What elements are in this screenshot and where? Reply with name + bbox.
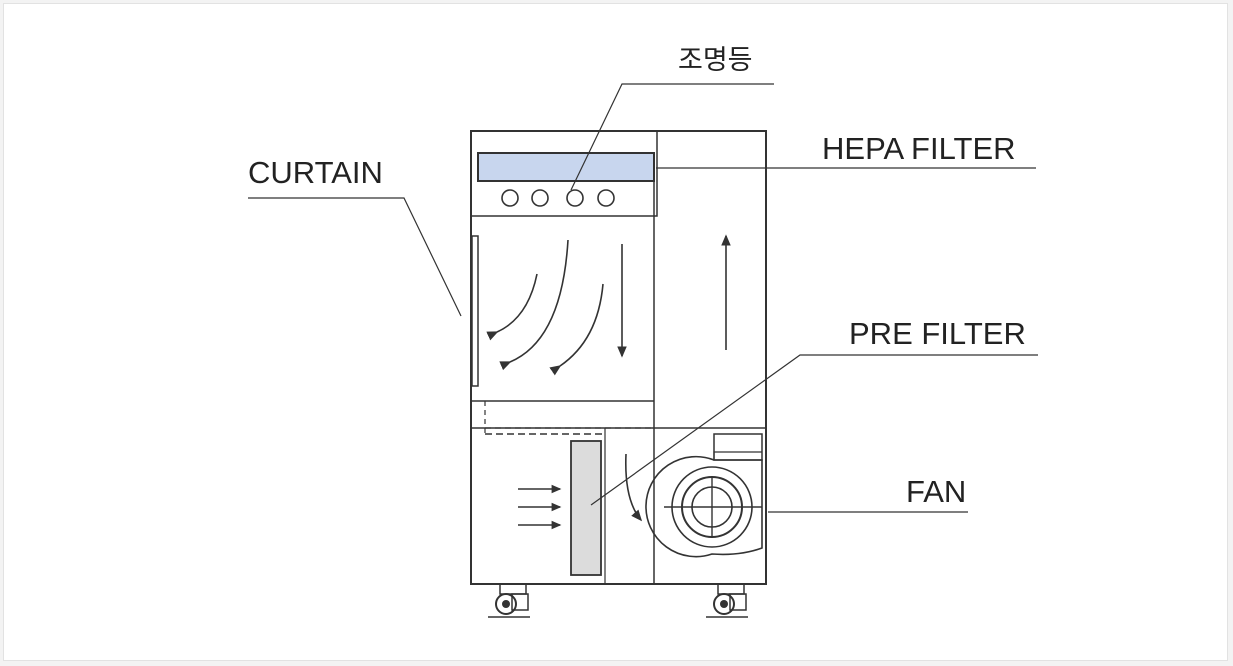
airflow-arrow-1 <box>486 273 538 341</box>
curtain-leader-line <box>248 197 462 317</box>
control-panel <box>470 130 658 217</box>
control-knob-4 <box>597 189 615 207</box>
airflow-arrow-3 <box>549 283 604 376</box>
fan-outlet-detail <box>713 451 762 460</box>
lamp-panel <box>477 152 655 182</box>
left-caster <box>488 583 530 618</box>
pre-filter <box>570 440 602 576</box>
control-knob-2 <box>531 189 549 207</box>
diagram-frame <box>3 3 1228 661</box>
control-knob-1 <box>501 189 519 207</box>
hepa-filter-label: HEPA FILTER <box>822 131 1016 166</box>
cabinet-body <box>470 130 767 585</box>
fan-label: FAN <box>906 474 966 509</box>
pre-filter-label: PRE FILTER <box>849 316 1026 351</box>
curtain-bar <box>471 235 479 387</box>
lighting-leader-line <box>570 83 774 191</box>
fan-intake-arrow <box>624 453 643 522</box>
control-knob-3 <box>566 189 584 207</box>
airflow-arrow-2 <box>499 239 569 371</box>
curtain-label: CURTAIN <box>248 155 383 190</box>
fan-scroll-housing <box>645 455 763 558</box>
pre-filter-leader-line <box>590 354 1038 506</box>
lighting-label: 조명등 <box>678 45 753 76</box>
right-caster <box>706 583 748 618</box>
fan-outlet <box>713 433 763 461</box>
